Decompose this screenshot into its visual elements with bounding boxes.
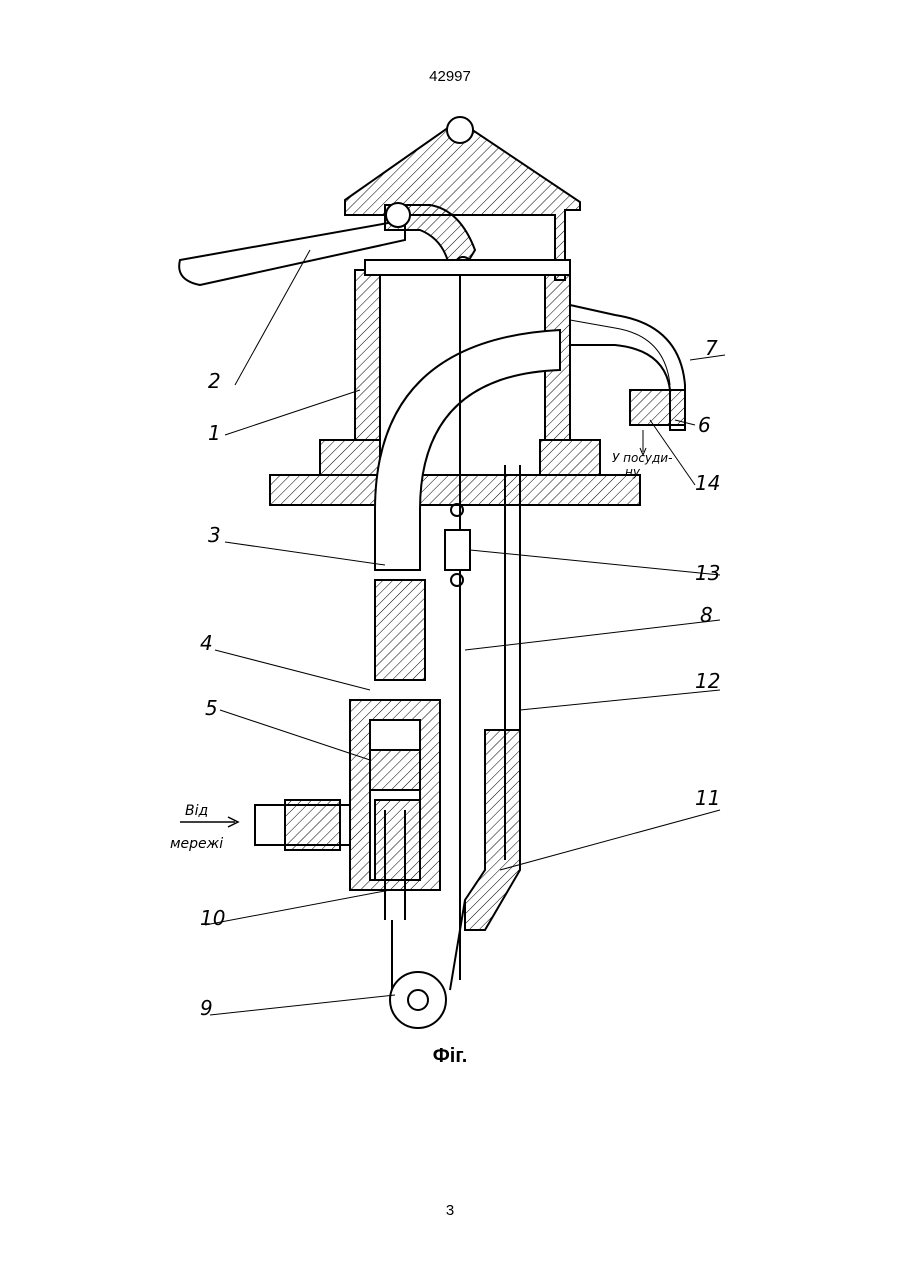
callout-4: 4 bbox=[200, 631, 213, 655]
page-number: 3 bbox=[0, 1202, 900, 1219]
callout-13: 13 bbox=[695, 561, 720, 585]
inlet-label-line2: мережі bbox=[170, 836, 223, 852]
callout-14: 14 bbox=[695, 471, 720, 495]
technical-drawing: 2 1 3 4 5 10 9 6 7 14 13 8 12 11 Від мер… bbox=[160, 110, 760, 1050]
wheel-9 bbox=[390, 900, 465, 1028]
outlet-label-line2: ну bbox=[625, 465, 641, 479]
valve-body-4-5 bbox=[350, 700, 440, 920]
callout-5: 5 bbox=[205, 696, 218, 720]
callout-3: 3 bbox=[208, 523, 221, 547]
inlet-pipe bbox=[255, 800, 350, 850]
callout-11: 11 bbox=[695, 786, 720, 810]
bracket-11 bbox=[465, 730, 520, 930]
callout-2: 2 bbox=[208, 369, 221, 393]
callout-12: 12 bbox=[695, 669, 720, 693]
callout-7: 7 bbox=[705, 336, 718, 360]
patent-number-header: 42997 bbox=[0, 68, 900, 85]
callout-6: 6 bbox=[698, 413, 711, 437]
figure-caption: Фіг. bbox=[0, 1045, 900, 1068]
callout-8: 8 bbox=[700, 603, 713, 627]
spout-6-7 bbox=[570, 305, 685, 430]
callout-1: 1 bbox=[208, 421, 221, 445]
callout-9: 9 bbox=[200, 996, 213, 1020]
inlet-label-line1: Від bbox=[185, 803, 208, 819]
callout-10: 10 bbox=[200, 906, 225, 930]
